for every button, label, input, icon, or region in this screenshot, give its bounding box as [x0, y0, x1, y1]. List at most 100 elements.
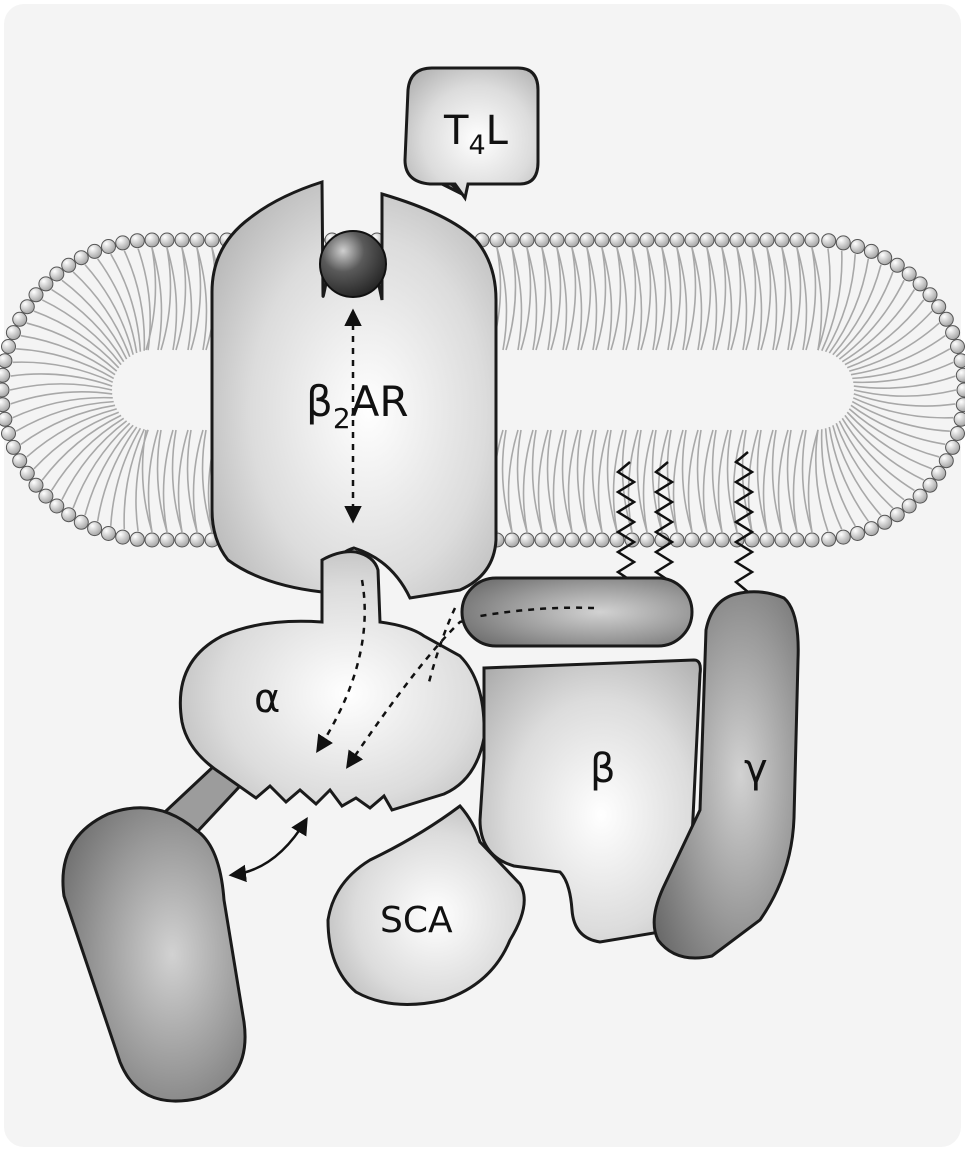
lipid-head [878, 515, 892, 529]
lipid-head [805, 533, 819, 547]
lipid-head [74, 515, 88, 529]
lipid-head [670, 233, 684, 247]
lipid-head [550, 233, 564, 247]
lipid-head [565, 233, 579, 247]
lipid-head [913, 277, 927, 291]
lipid-head [655, 233, 669, 247]
lipid-head [913, 489, 927, 503]
lipid-head [822, 234, 836, 248]
lipid-head [760, 533, 774, 547]
lipid-head [864, 244, 878, 258]
lipid-head [951, 427, 965, 441]
lipid-head [902, 499, 916, 513]
lipid-head [878, 251, 892, 265]
lipid-head [39, 489, 53, 503]
lipid-head [50, 499, 64, 513]
lipid-head [116, 530, 130, 544]
lipid-head [700, 233, 714, 247]
lipid-head [805, 233, 819, 247]
lipid-head [565, 533, 579, 547]
lipid-head [0, 368, 10, 382]
lipid-head [145, 533, 159, 547]
lipid-head [490, 233, 504, 247]
lipid-head [535, 233, 549, 247]
lipid-head [685, 533, 699, 547]
lipid-head [160, 233, 174, 247]
lipid-head [939, 454, 953, 468]
lipid-head [946, 326, 960, 340]
lipid-head [74, 251, 88, 265]
lipid-head [790, 533, 804, 547]
lipid-head [2, 427, 16, 441]
sca-label: SCA [380, 900, 453, 941]
lipid-head [29, 478, 43, 492]
lipid-head [520, 533, 534, 547]
t4l-domain: T4L [405, 68, 538, 198]
lipid-head [29, 288, 43, 302]
lipid-head [13, 312, 27, 326]
lipid-head [0, 398, 10, 412]
lipid-head [836, 530, 850, 544]
lipid-head [890, 508, 904, 522]
beta-label: β [590, 746, 616, 792]
lipid-head [39, 277, 53, 291]
lipid-head [6, 440, 20, 454]
lipid-head [836, 236, 850, 250]
lipid-head [790, 233, 804, 247]
lipid-head [0, 354, 12, 368]
lipid-head [745, 233, 759, 247]
lipid-head [62, 508, 76, 522]
lipid-head [520, 233, 534, 247]
ligand-ball [320, 231, 386, 297]
lipid-head [700, 533, 714, 547]
lipid-head [102, 240, 116, 254]
lipid-head [13, 454, 27, 468]
lipid-head [175, 233, 189, 247]
lipid-head [205, 233, 219, 247]
lipid-head [88, 244, 102, 258]
lipid-head [902, 267, 916, 281]
lipid-head [0, 383, 9, 397]
lipid-head [595, 233, 609, 247]
lipid-head [954, 354, 965, 368]
lipid-head [640, 233, 654, 247]
lipid-head [954, 412, 965, 426]
lipid-head [946, 440, 960, 454]
gamma-label: γ [744, 746, 768, 792]
lipid-head [640, 533, 654, 547]
lipid-head [20, 466, 34, 480]
lipid-head [932, 466, 946, 480]
lipid-head [20, 300, 34, 314]
lipid-head [550, 533, 564, 547]
lipid-head [88, 522, 102, 536]
lipid-head [595, 533, 609, 547]
lipid-head [851, 527, 865, 541]
lipid-head [130, 234, 144, 248]
lipid-head [923, 478, 937, 492]
lipid-head [175, 533, 189, 547]
lipid-head [62, 258, 76, 272]
lipid-head [2, 340, 16, 354]
lipid-head [0, 412, 12, 426]
lipid-head [190, 533, 204, 547]
lipid-head [160, 533, 174, 547]
lipid-head [670, 533, 684, 547]
b2ar-receptor: β2AR [212, 182, 496, 598]
lipid-head [505, 233, 519, 247]
lipid-head [923, 288, 937, 302]
lipid-head [951, 340, 965, 354]
lipid-head [715, 233, 729, 247]
lipid-head [535, 533, 549, 547]
lipid-head [6, 326, 20, 340]
lipid-head [939, 312, 953, 326]
lipid-head [610, 233, 624, 247]
lipid-head [130, 532, 144, 546]
lipid-head [822, 532, 836, 546]
lipid-head [580, 233, 594, 247]
lipid-head [715, 533, 729, 547]
lipid-head [932, 300, 946, 314]
lipid-head [760, 233, 774, 247]
lipid-head [625, 233, 639, 247]
lipid-head [50, 267, 64, 281]
